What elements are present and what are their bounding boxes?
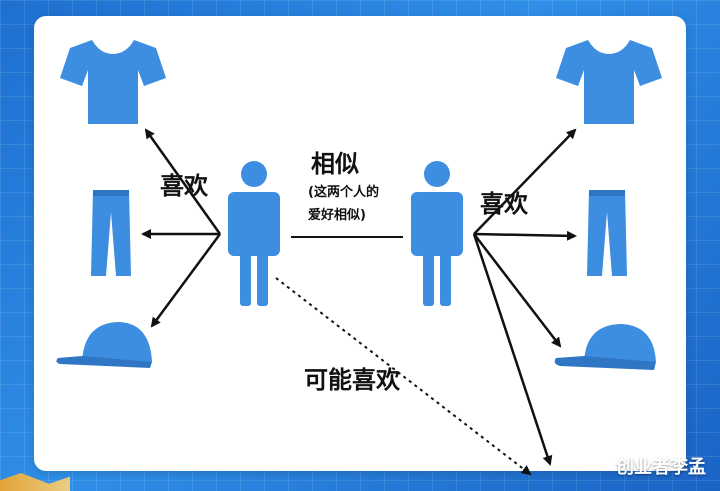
tshirt-icon bbox=[556, 40, 662, 124]
label-may-like: 可能喜欢 bbox=[304, 366, 400, 394]
arrow-left-to-tshirt bbox=[144, 128, 222, 235]
cap-icon bbox=[554, 324, 656, 370]
arrow-right-to-pants bbox=[473, 230, 577, 241]
arrow-right-to-cap bbox=[473, 233, 562, 348]
arrow-left-to-cap bbox=[150, 233, 222, 328]
label-like-right: 喜欢 bbox=[480, 190, 528, 218]
person-icon bbox=[228, 161, 280, 306]
cap-icon bbox=[56, 322, 152, 368]
arrow-right-to-tshirt bbox=[473, 128, 577, 235]
watermark: 创业者李孟 bbox=[616, 457, 706, 478]
person-icon bbox=[411, 161, 463, 306]
label-like-left: 喜欢 bbox=[160, 172, 208, 200]
label-similar-note-line1: (这两个人的 bbox=[308, 185, 379, 200]
diagram-card bbox=[34, 16, 686, 471]
pants-icon bbox=[587, 190, 627, 276]
arrow-right-to-bottom bbox=[472, 233, 553, 466]
tshirt-icon bbox=[60, 40, 166, 124]
pants-icon bbox=[91, 190, 131, 276]
label-similar-note-line2: 爱好相似) bbox=[308, 208, 366, 223]
arrow-may-like bbox=[275, 277, 532, 476]
label-similar-note: (这两个人的 爱好相似) bbox=[308, 181, 379, 227]
label-similar: 相似 bbox=[311, 150, 359, 178]
